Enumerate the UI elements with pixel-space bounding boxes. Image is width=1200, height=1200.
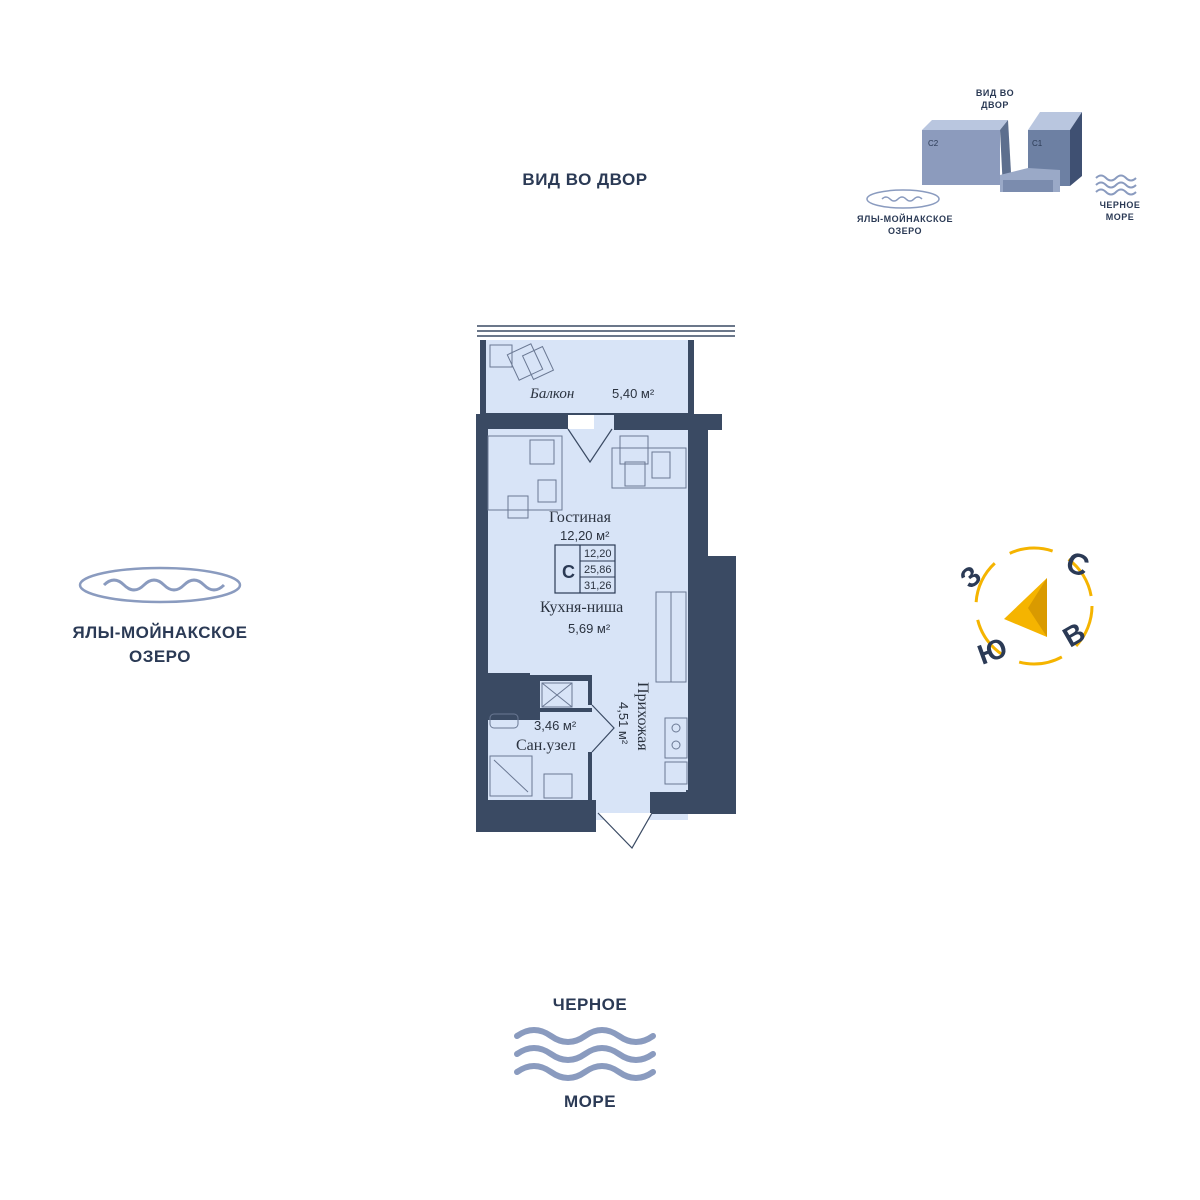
minimap-buildings [922, 112, 1082, 192]
minimap-c1-label: С1 [1032, 139, 1043, 148]
summary-living-area: 12,20 [584, 548, 612, 560]
compass-icon [974, 546, 1094, 666]
apartment-summary-box [554, 544, 616, 594]
hallway-name: Прихожая [634, 682, 651, 751]
hallway-area: 4,51 м² [616, 702, 631, 745]
compass-north: С [1062, 546, 1094, 584]
minimap-courtyard-line2: ДВОР [981, 100, 1009, 110]
minimap-courtyard-line1: ВИД ВО [975, 88, 1015, 98]
minimap-sea-line2: МОРЕ [1105, 212, 1135, 222]
balcony-name: Балкон [529, 386, 574, 402]
summary-total-with-balcony: 31,26 [584, 580, 612, 592]
lake-label-line2: ОЗЕРО [128, 647, 192, 666]
apartment-type: С [562, 562, 575, 582]
minimap-sea-line1: ЧЕРНОЕ [1099, 200, 1141, 210]
lake-label-line1: ЯЛЫ-МОЙНАКСКОЕ [72, 623, 248, 642]
compass-east: В [1058, 616, 1091, 653]
balcony-area: 5,40 м² [612, 386, 655, 401]
sea-waves-icon [514, 1027, 656, 1081]
floor-plan [476, 325, 736, 849]
sea-label-bottom: МОРЕ [563, 1092, 617, 1111]
bathroom-name: Сан.узел [516, 737, 576, 754]
summary-total-area: 25,86 [584, 564, 612, 576]
minimap-c2-label: С2 [928, 139, 939, 148]
kitchen-area: 5,69 м² [568, 621, 611, 636]
kitchen-name: Кухня-ниша [540, 599, 623, 616]
bathroom-area: 3,46 м² [534, 718, 577, 733]
compass-south: Ю [973, 632, 1011, 671]
minimap-lake-line1: ЯЛЫ-МОЙНАКСКОЕ [857, 214, 953, 224]
minimap-lake-line2: ОЗЕРО [887, 226, 923, 236]
minimap-sea-icon [1095, 174, 1137, 196]
minimap-lake-icon [866, 189, 940, 209]
living-area: 12,20 м² [560, 528, 610, 543]
courtyard-view-label: ВИД ВО ДВОР [522, 170, 648, 189]
lake-icon [78, 566, 242, 604]
sea-label-top: ЧЕРНОЕ [552, 995, 628, 1014]
living-name: Гостиная [549, 509, 612, 526]
